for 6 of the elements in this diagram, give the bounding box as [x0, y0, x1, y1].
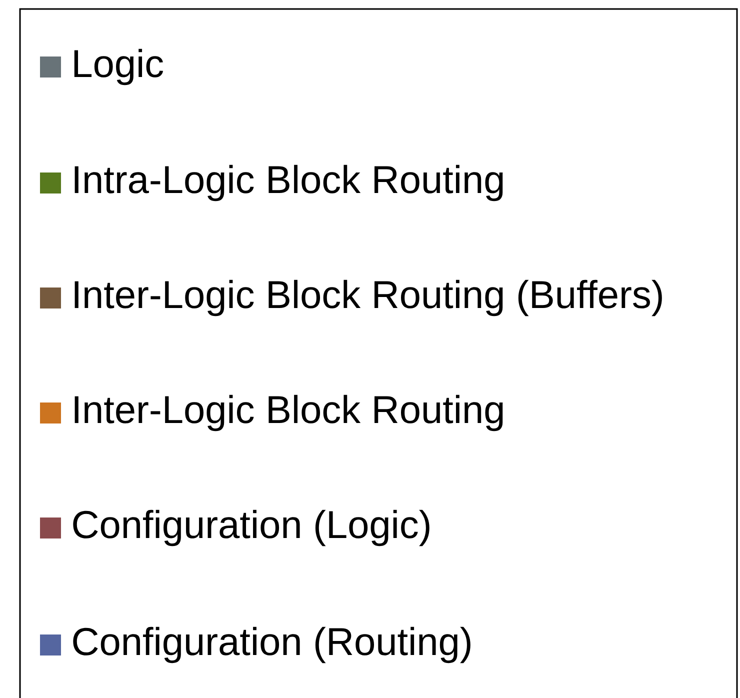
- legend-label: Intra-Logic Block Routing: [74, 164, 503, 202]
- legend-label: Inter-Logic Block Routing (Buffers): [74, 280, 662, 316]
- legend-label: Configuration (Routing): [73, 626, 470, 664]
- legend-label: Inter-Logic Block Routing: [74, 394, 503, 432]
- legend-label: Logic: [74, 48, 164, 86]
- legend-label: Configuration (Logic): [73, 510, 430, 546]
